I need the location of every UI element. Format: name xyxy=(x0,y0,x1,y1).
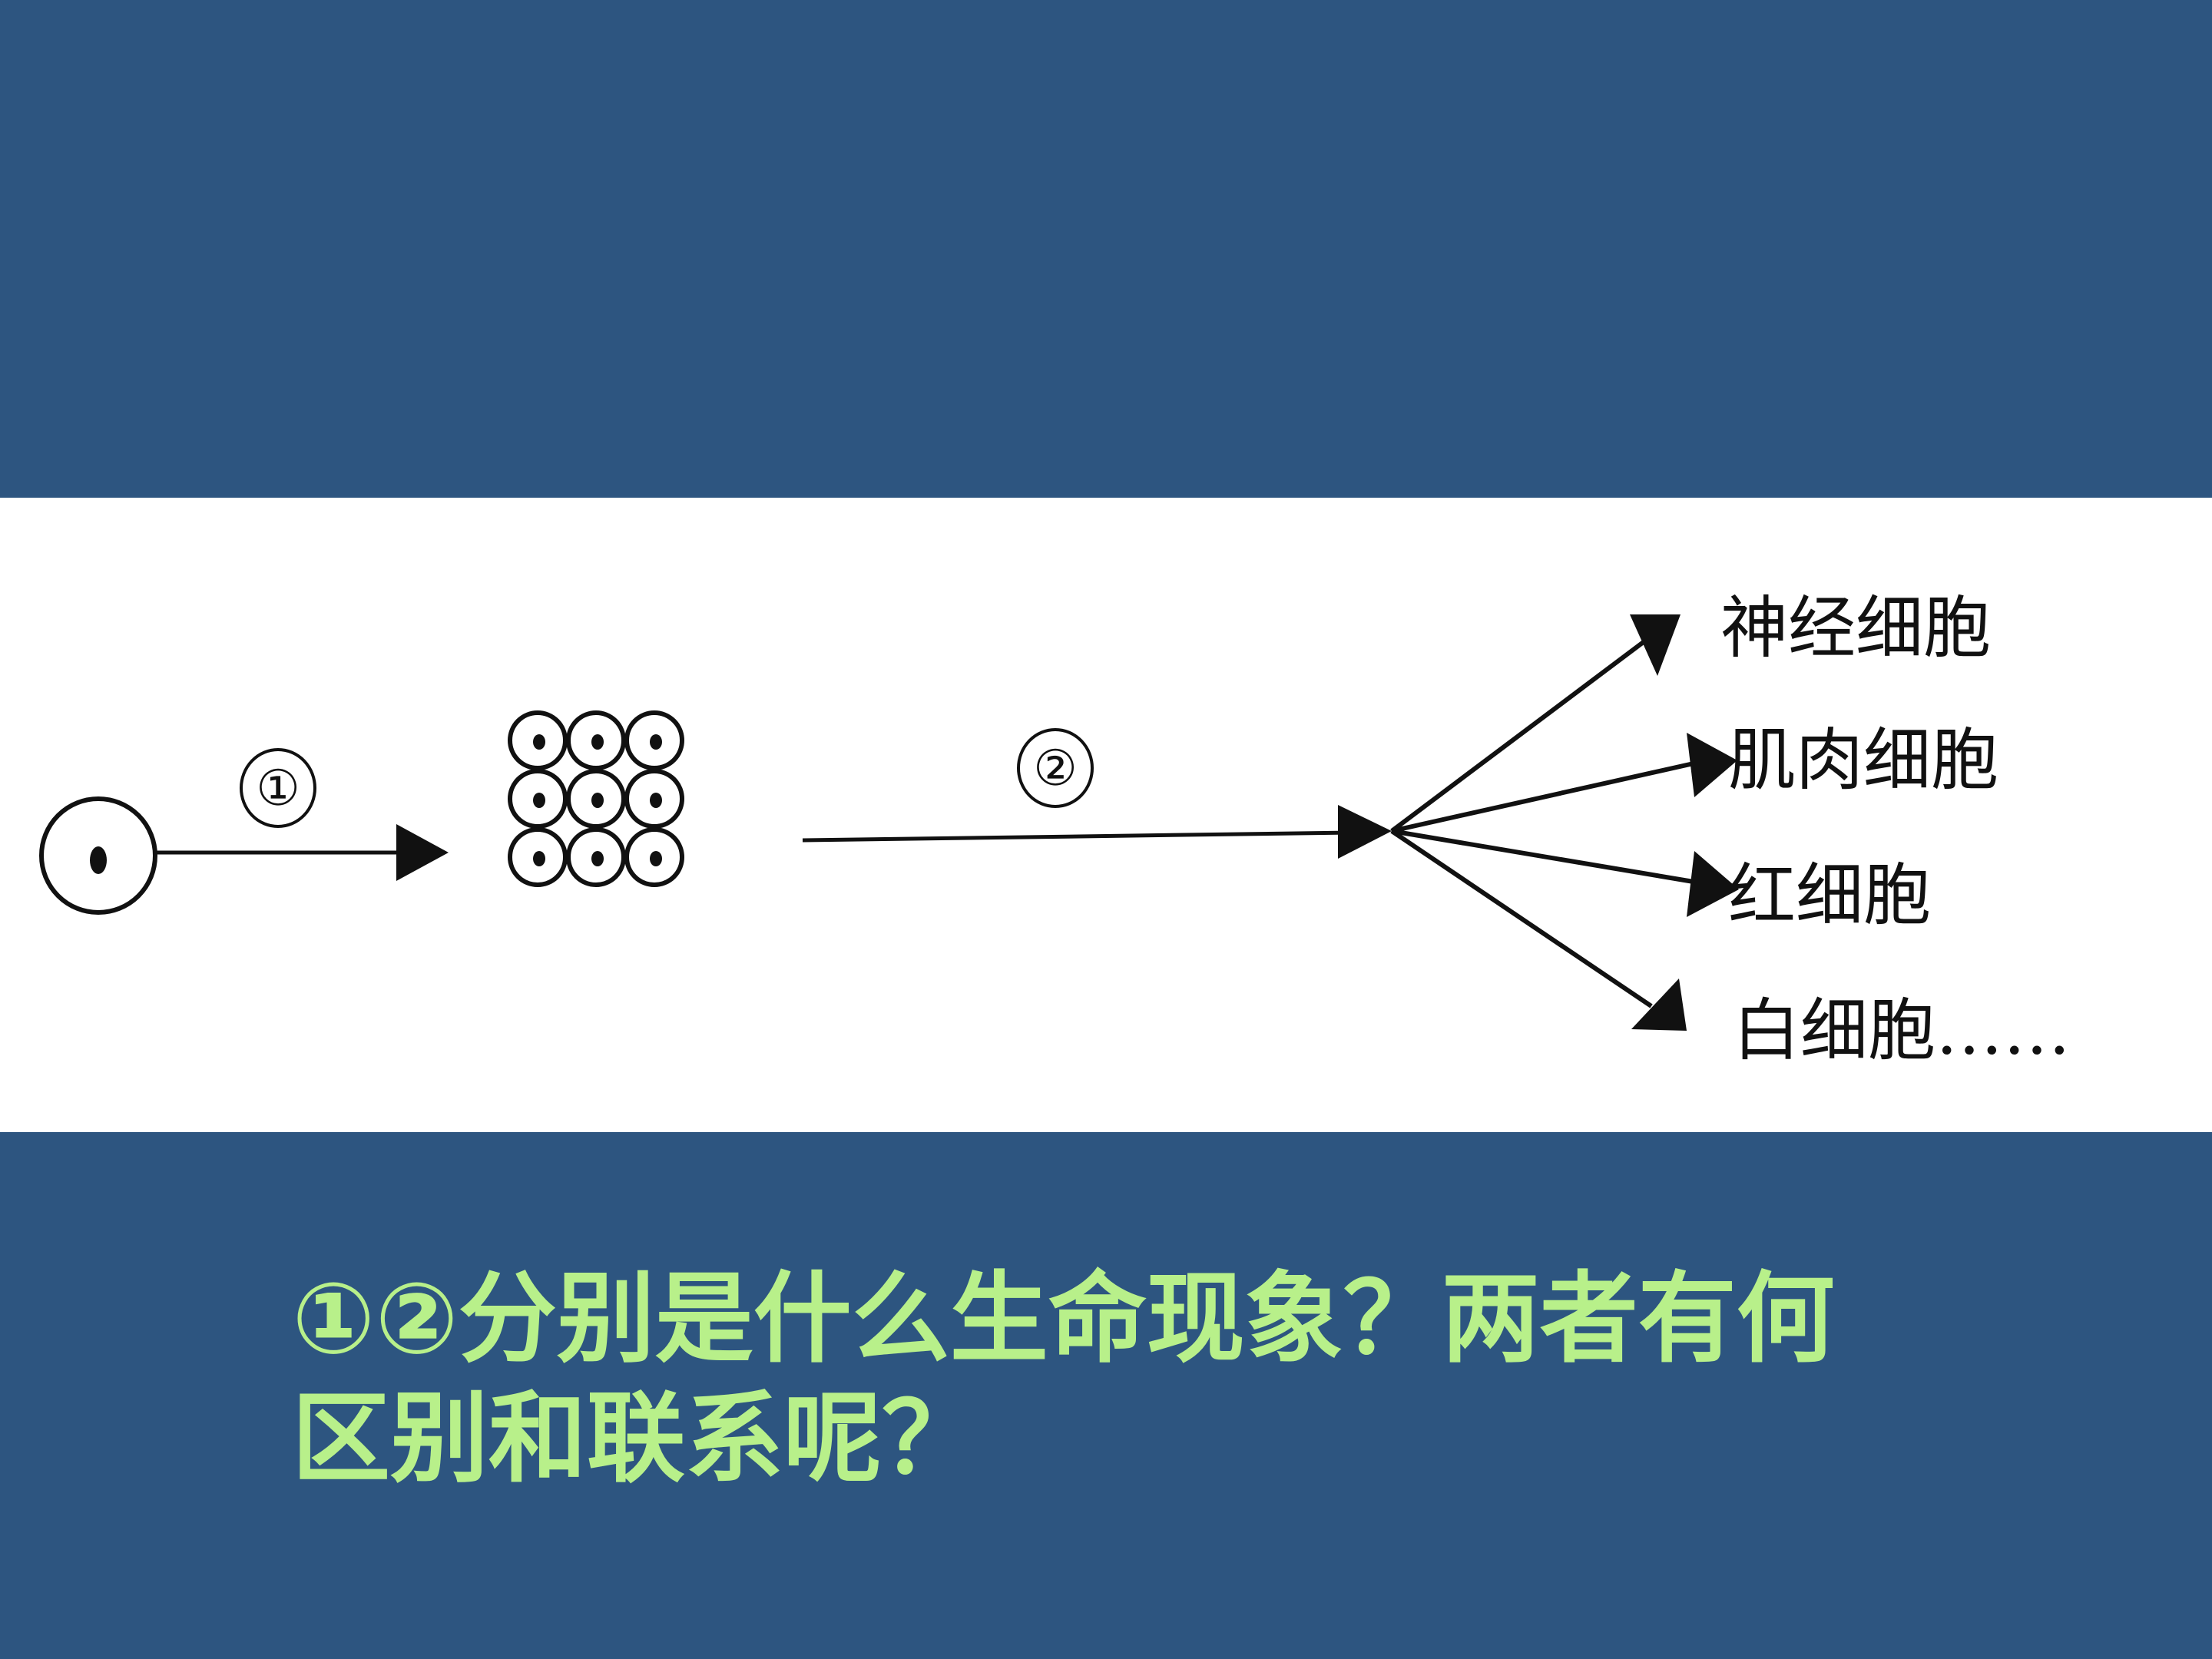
cell-type-muscle: 肌肉细胞 xyxy=(1728,720,1998,800)
cluster-cell xyxy=(624,827,684,887)
cluster-cell xyxy=(566,769,626,829)
cell-type-white-blood: 白细胞…… xyxy=(1733,991,2071,1070)
single-cell xyxy=(39,796,157,915)
cluster-cell xyxy=(624,769,684,829)
step-2-label: ② xyxy=(1033,740,1077,797)
cluster-cell xyxy=(566,827,626,887)
question-line-2: 区别和联系呢？ xyxy=(292,1382,981,1496)
cluster-cell xyxy=(508,769,568,829)
cluster-cell xyxy=(624,710,684,770)
step-2-marker: ② xyxy=(1017,728,1094,808)
question-line-1: ①②分别是什么生命现象？两者有何 xyxy=(292,1262,1835,1376)
cell-cluster xyxy=(508,710,684,887)
cell-development-diagram: ① ② 神经细胞 肌肉细胞 红细胞 白细胞…… xyxy=(39,588,2071,1070)
cluster-cell xyxy=(508,827,568,887)
question-text: ①②分别是什么生命现象？两者有何 区别和联系呢？ xyxy=(292,1260,2058,1499)
branch-arrows xyxy=(1390,614,1739,1031)
cluster-cell xyxy=(566,710,626,770)
cluster-cell xyxy=(508,710,568,770)
step-1-label: ① xyxy=(256,760,300,817)
diagram-panel: ① ② 神经细胞 肌肉细胞 红细胞 白细胞…… xyxy=(0,498,2212,1132)
cell-type-nerve: 神经细胞 xyxy=(1720,588,1991,667)
arrow-step-2 xyxy=(802,805,1392,859)
cell-type-red-blood: 红细胞 xyxy=(1728,856,1931,935)
step-1-marker: ① xyxy=(240,748,316,828)
arrow-step-1 xyxy=(157,824,449,881)
